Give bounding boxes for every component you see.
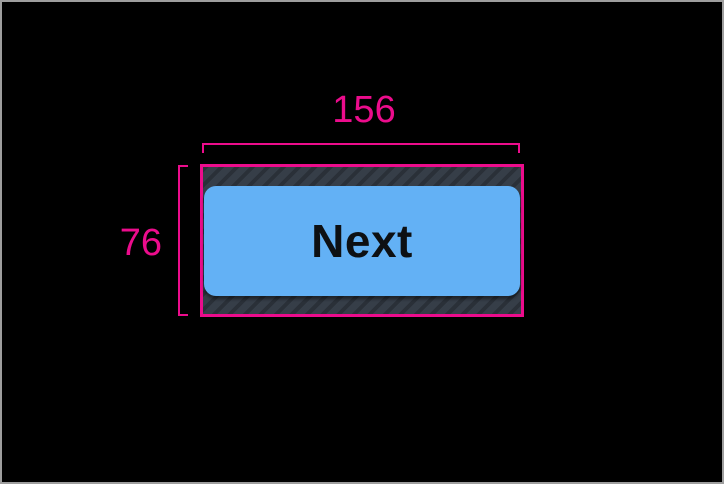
height-dimension-label: 76 <box>119 222 162 264</box>
next-button[interactable]: Next <box>204 186 520 296</box>
width-measure-line <box>202 143 520 153</box>
next-button-label: Next <box>311 215 413 267</box>
width-dimension-label: 156 <box>332 89 396 131</box>
height-measure-bracket <box>178 165 188 316</box>
touch-target-hatched-area: Next <box>200 164 524 317</box>
